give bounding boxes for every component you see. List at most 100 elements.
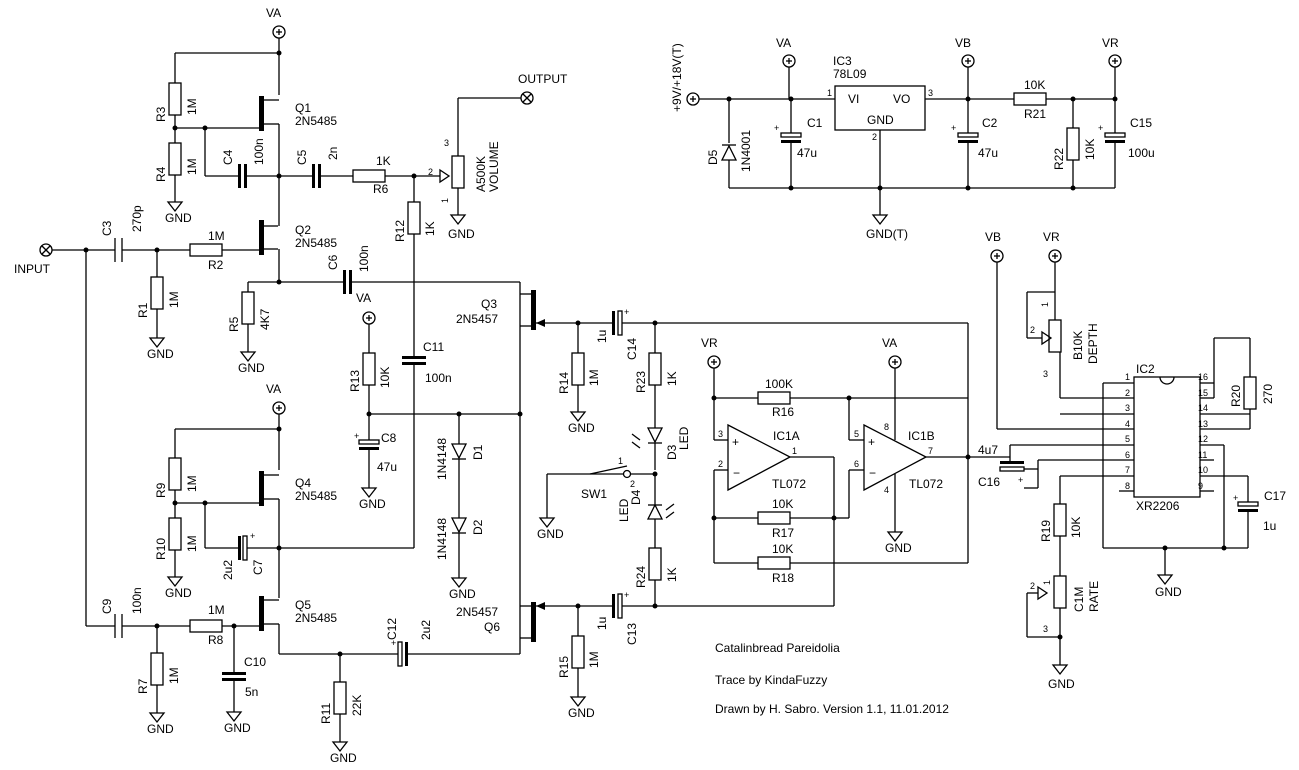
title-line-2: Trace by KindaFuzzy [715,673,827,687]
r2-label: R2 [208,258,224,272]
d4-label: D4 [629,489,643,505]
r3-value: 1M [185,98,199,115]
volume-value: A500K [474,156,488,192]
q5-label: Q5 [295,598,311,612]
d2-value: 1N4148 [435,518,449,560]
r20-label: R20 [1229,385,1243,407]
diode-d1-icon [450,443,468,460]
r21-value: 10K [1024,78,1045,92]
depth-value: B10K [1071,331,1085,360]
opamp-ic1a [727,423,792,492]
svg-text:VB: VB [985,230,1001,244]
svg-text:+: + [951,123,956,133]
d4-led-label: LED [617,498,631,522]
svg-text:GND: GND [449,587,476,601]
svg-text:GND: GND [1048,677,1075,691]
c15-label: C15 [1130,116,1152,130]
jfet-q5-icon [259,596,264,631]
input-stage: INPUT C3 270p GND R1 1M 1M R2 Q2 2N5485 [14,6,568,654]
r15-value: 1M [587,651,601,668]
c17-label: C17 [1264,489,1286,503]
svg-text:1: 1 [1125,372,1130,382]
svg-text:+: + [250,531,255,541]
svg-text:16: 16 [1198,372,1208,382]
c12-value: 2u2 [419,620,433,640]
ic1a-part: TL072 [772,477,806,491]
r12-label: R12 [393,220,407,242]
r24-value: 1K [665,567,679,582]
c1-label: C1 [807,116,823,130]
depth-pot-icon [1048,319,1062,353]
svg-text:6: 6 [1125,450,1130,460]
resistor-r5-icon [241,291,255,325]
svg-text:6: 6 [854,459,859,469]
lower-stage: VA R9 1M GND R10 1M Q4 2N5485 + 2u2 C7 [100,382,520,765]
r13-label: R13 [348,370,362,392]
c11-value: 100n [425,371,452,385]
rate-pot-icon [1053,575,1067,609]
ic3-gnd: GND [867,113,894,127]
bias-section: VA R13 10K + GND C8 47u GND 1N4148 D1 1N… [348,291,520,601]
svg-text:GND: GND [165,586,192,600]
r7-value: 1M [167,667,181,684]
c6-value: 100n [357,245,371,272]
r11-value: 22K [350,695,364,716]
c15-value: 100u [1128,146,1155,160]
svg-text:13: 13 [1198,419,1208,429]
svg-text:GND: GND [885,541,912,555]
q1-label: Q1 [295,101,311,115]
c2-label: C2 [982,116,998,130]
svg-text:4: 4 [884,485,889,495]
resistor-r17-icon [757,511,791,525]
ground-icon [331,741,349,753]
resistor-r22-icon [1066,127,1080,161]
ic3-vi: VI [848,92,859,106]
resistor-r19-icon [1053,503,1067,537]
title-line-1: Catalinbread Pareidolia [715,641,840,655]
svg-text:GND: GND [238,361,265,375]
supply-label: +9V/+18V(T) [670,43,684,112]
r23-value: 1K [665,371,679,386]
pot-wiper-icon [439,168,451,184]
q2-label: Q2 [295,223,311,237]
svg-text:15: 15 [1198,388,1208,398]
svg-text:+: + [624,590,629,600]
svg-text:+: + [354,431,359,441]
c3-label: C3 [100,220,114,236]
c10-label: C10 [244,655,266,669]
ic2-label: IC2 [1136,362,1155,376]
ic2-part: XR2206 [1136,499,1180,513]
c14-value: 1u [595,330,609,343]
svg-text:GND: GND [330,751,357,765]
c12-label: C12 [385,618,399,640]
r17-value: 10K [772,497,793,511]
pot-wiper-icon [1037,585,1049,601]
capacitor-c4-icon [238,164,241,188]
d1-value: 1N4148 [435,438,449,480]
r3-label: R3 [154,106,168,122]
capacitor-c17-icon [1237,501,1259,507]
svg-text:8: 8 [884,422,889,432]
svg-text:12: 12 [1198,434,1208,444]
c1-value: 47u [797,146,817,160]
svg-text:14: 14 [1198,403,1208,413]
svg-text:10: 10 [1198,465,1208,475]
svg-text:3: 3 [444,138,449,148]
c11-label: C11 [423,340,444,354]
svg-text:5: 5 [1125,434,1130,444]
ic1b-label: IC1B [908,429,935,443]
ground-icon [166,201,184,213]
svg-text:5: 5 [854,429,859,439]
r4-label: R4 [154,166,168,182]
vb-label-reg: VB [955,36,971,50]
c10-value: 5n [245,685,258,699]
led-d3-icon [646,427,664,444]
output-jack-icon [520,91,534,105]
rate-label: RATE [1087,581,1101,612]
svg-text:+: + [391,638,396,648]
ground-icon [148,337,166,349]
r23-label: R23 [634,371,648,393]
resistor-r16-icon [757,391,791,405]
r22-label: R22 [1052,148,1066,170]
svg-text:1: 1 [440,198,450,203]
